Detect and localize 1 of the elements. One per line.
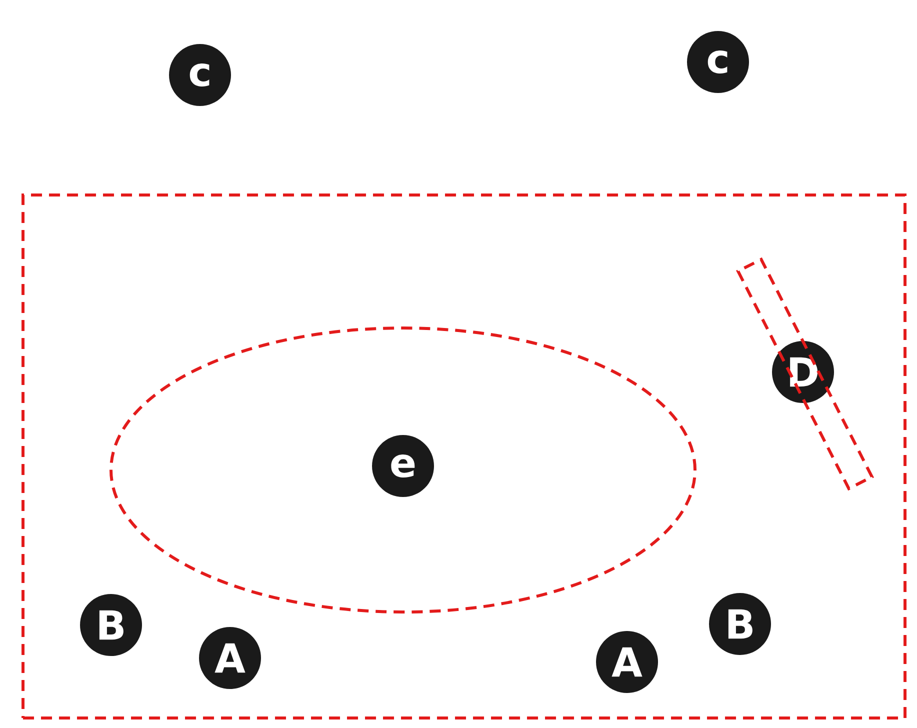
dashed-frame — [22, 194, 906, 720]
